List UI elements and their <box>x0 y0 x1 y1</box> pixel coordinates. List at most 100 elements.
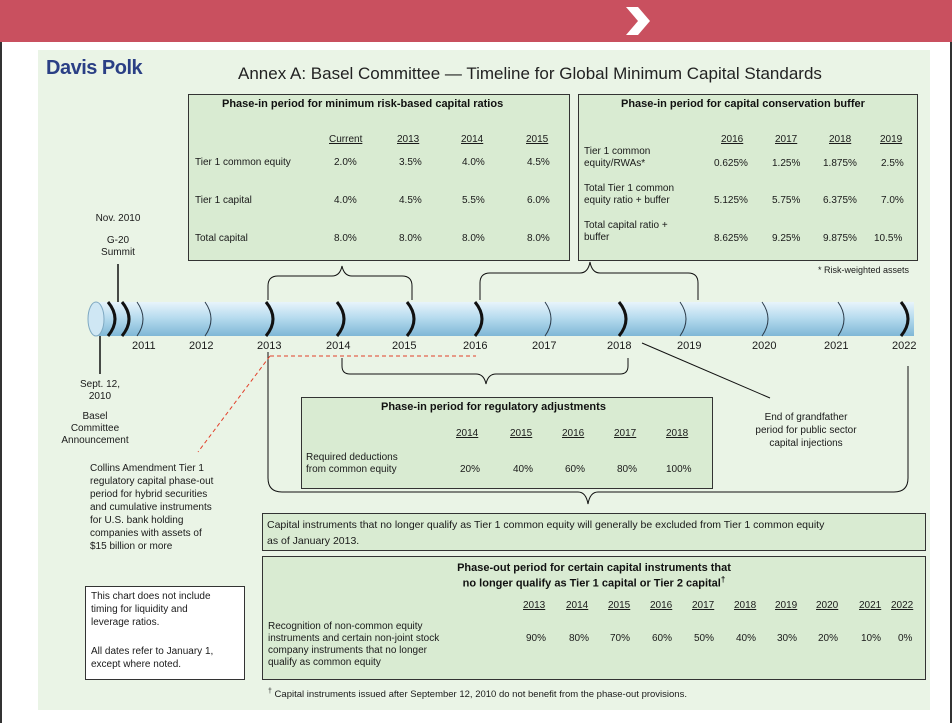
min-ratios-cell: 5.5% <box>462 195 485 206</box>
min-ratios-cell: 2.0% <box>334 157 357 168</box>
phase-out-title: Phase-out period for certain capital ins… <box>457 562 731 574</box>
grandfather-note: capital injections <box>769 438 843 449</box>
min-ratios-row-label: Tier 1 capital <box>195 195 252 206</box>
buffer-cell: 8.625% <box>714 233 748 244</box>
side-note-text: timing for liquidity and <box>91 604 188 615</box>
buffer-cell: 0.625% <box>714 158 748 169</box>
reg-adj-cell: 60% <box>565 464 586 475</box>
phase-out-cell: 50% <box>694 633 715 644</box>
timeline-year: 2021 <box>824 340 849 352</box>
timeline-year: 2011 <box>132 340 156 352</box>
buffer-cell: 9.875% <box>823 233 857 244</box>
side-note-box <box>85 586 245 680</box>
buffer-cell: 1.25% <box>772 158 801 169</box>
min-ratios-row-label: Tier 1 common equity <box>195 157 291 168</box>
basel-date: Sept. 12, <box>79 379 121 390</box>
phase-out-title: no longer qualify as Tier 1 capital or T… <box>462 575 726 590</box>
min-ratios-col: 2015 <box>526 134 549 145</box>
basel-label: Basel <box>82 411 108 422</box>
buffer-cell: 5.125% <box>714 195 748 206</box>
phase-out-col: 2015 <box>608 600 631 611</box>
phase-out-col: 2022 <box>891 600 914 611</box>
buffer-title: Phase-in period for capital conservation… <box>621 98 865 110</box>
phase-out-cell: 10% <box>861 633 882 644</box>
side-note-text: except where noted. <box>91 659 182 670</box>
phase-out-label: company instruments that no longer <box>268 645 427 656</box>
basel-label: Committee <box>70 423 120 434</box>
side-note-text: leverage ratios. <box>91 617 160 628</box>
capital-note-text: Capital instruments that no longer quali… <box>267 519 825 531</box>
min-ratios-cell: 8.0% <box>527 233 550 244</box>
reg-adj-cell: 40% <box>513 464 534 475</box>
chevron-right-icon <box>626 7 650 35</box>
phase-out-cell: 30% <box>777 633 798 644</box>
reg-adj-cell: 20% <box>460 464 481 475</box>
basel-label: Announcement <box>61 435 129 446</box>
phase-out-box <box>262 556 926 680</box>
reg-adj-col: 2016 <box>562 428 585 439</box>
phase-out-col: 2019 <box>775 600 798 611</box>
timeline-year: 2020 <box>752 340 777 352</box>
timeline-year: 2015 <box>392 340 417 352</box>
buffer-col: 2017 <box>775 134 798 145</box>
timeline-year: 2016 <box>463 340 488 352</box>
capital-note-box <box>262 513 926 551</box>
reg-adj-col: 2014 <box>456 428 479 439</box>
phase-out-cell: 90% <box>526 633 547 644</box>
min-ratios-cell: 3.5% <box>399 157 422 168</box>
min-ratios-title: Phase-in period for minimum risk-based c… <box>222 98 504 110</box>
timeline-year: 2013 <box>257 340 282 352</box>
side-note-text: This chart does not include <box>91 591 211 602</box>
g20-label: Summit <box>101 247 135 258</box>
timeline-year: 2017 <box>532 340 557 352</box>
buffer-row-label: equity/RWAs* <box>584 158 646 169</box>
timeline-year: 2022 <box>892 340 917 352</box>
phase-out-cell: 70% <box>610 633 631 644</box>
reg-adj-label: Required deductions <box>306 452 398 463</box>
min-ratios-cell: 4.5% <box>527 157 550 168</box>
buffer-cell: 1.875% <box>823 158 857 169</box>
buffer-col: 2019 <box>880 134 903 145</box>
logo: Davis Polk <box>46 57 143 79</box>
phase-out-col: 2013 <box>523 600 546 611</box>
buffer-footnote: * Risk-weighted assets <box>818 265 910 275</box>
buffer-box <box>578 94 918 261</box>
reg-adj-title: Phase-in period for regulatory adjustmen… <box>381 401 606 413</box>
capital-note-text: as of January 2013. <box>267 535 360 547</box>
header-bar <box>0 0 952 42</box>
phase-out-cell: 60% <box>652 633 673 644</box>
phase-out-label: qualify as common equity <box>268 657 381 668</box>
buffer-row-label: Tier 1 common <box>584 146 651 157</box>
phase-out-col: 2014 <box>566 600 589 611</box>
phase-out-cell: 0% <box>898 633 913 644</box>
min-ratios-cell: 8.0% <box>399 233 422 244</box>
min-ratios-cell: 8.0% <box>462 233 485 244</box>
buffer-col: 2016 <box>721 134 744 145</box>
min-ratios-cell: 8.0% <box>334 233 357 244</box>
g20-label: G-20 <box>106 235 130 246</box>
buffer-row-label: Total Tier 1 common <box>584 183 675 194</box>
reg-adj-col: 2015 <box>510 428 533 439</box>
phase-out-label: instruments and certain non-joint stock <box>268 633 440 644</box>
reg-adj-cell: 100% <box>666 464 692 475</box>
reg-adj-box <box>301 397 713 489</box>
min-ratios-row-label: Total capital <box>195 233 248 244</box>
min-ratios-cell: 4.0% <box>334 195 357 206</box>
buffer-row-label: equity ratio + buffer <box>584 195 670 206</box>
phase-out-col: 2016 <box>650 600 673 611</box>
min-ratios-cell: 4.0% <box>462 157 485 168</box>
min-ratios-cell: 4.5% <box>399 195 422 206</box>
phase-out-cell: 40% <box>736 633 757 644</box>
phase-out-col: 2020 <box>816 600 839 611</box>
buffer-col: 2018 <box>829 134 852 145</box>
reg-adj-cell: 80% <box>617 464 638 475</box>
grandfather-note: period for public sector <box>755 425 857 436</box>
footnote: † Capital instruments issued after Septe… <box>268 688 687 701</box>
grandfather-note: End of grandfather <box>764 412 848 423</box>
buffer-row-label: buffer <box>584 232 610 243</box>
reg-adj-label: from common equity <box>306 464 397 475</box>
phase-out-col: 2021 <box>859 600 882 611</box>
buffer-cell: 9.25% <box>772 233 801 244</box>
buffer-cell: 6.375% <box>823 195 857 206</box>
slide-frame <box>0 42 952 723</box>
